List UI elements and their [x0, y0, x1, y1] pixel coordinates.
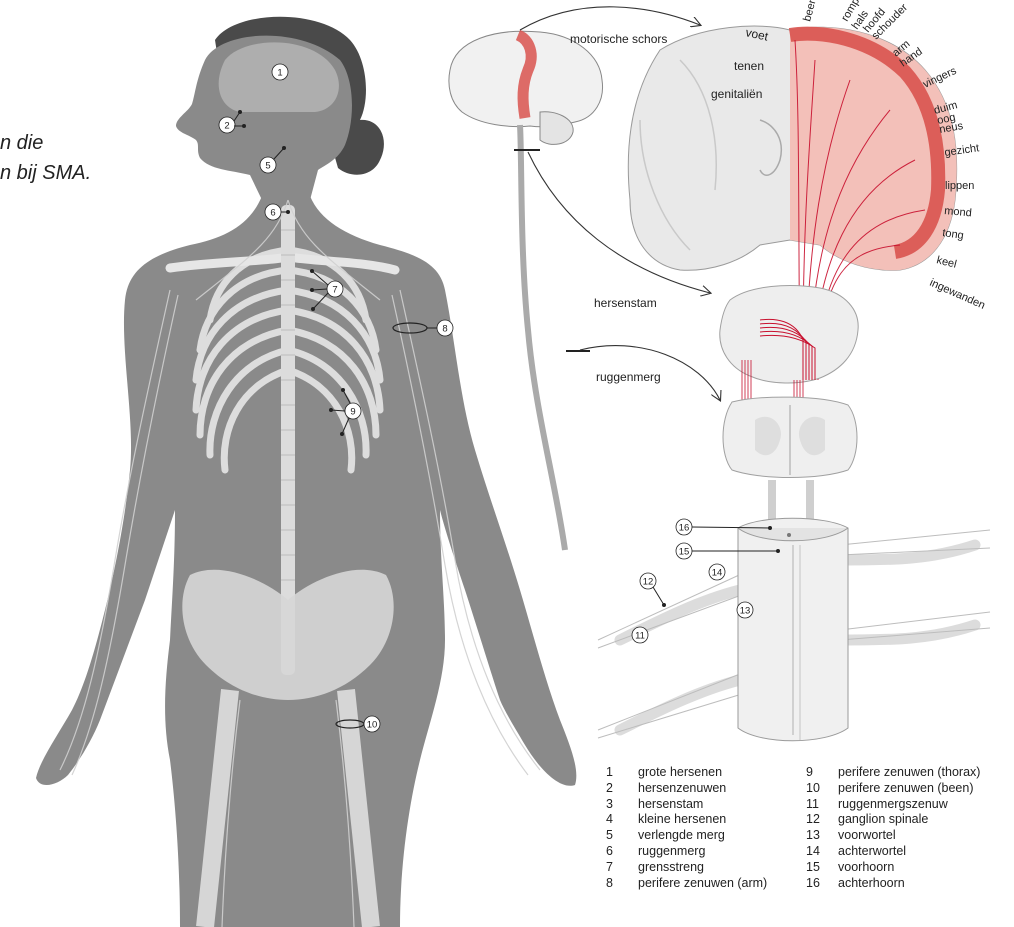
human-figure: [36, 17, 576, 927]
label-motor-cortex: motorische schors: [570, 32, 667, 46]
label-ingewanden: ingewanden: [928, 277, 987, 312]
svg-text:7: 7: [332, 285, 337, 296]
legend-label: grensstreng: [638, 860, 704, 876]
label-been: been: [801, 0, 819, 23]
brainstem-section: [720, 286, 858, 383]
legend-label: achterhoorn: [838, 876, 905, 892]
label-lippen: lippen: [945, 180, 974, 192]
svg-text:10: 10: [367, 720, 378, 731]
legend-label: voorwortel: [838, 828, 896, 844]
legend-label: perifere zenuwen (thorax): [838, 765, 980, 781]
legend-label: ganglion spinale: [838, 812, 928, 828]
cord-section: [723, 397, 857, 520]
legend-item: 14achterwortel: [806, 844, 1014, 860]
legend-label: voorhoorn: [838, 860, 894, 876]
svg-text:1: 1: [277, 68, 282, 79]
legend-number: 4: [606, 812, 638, 828]
legend-number: 6: [606, 844, 638, 860]
label-tong: tong: [942, 227, 965, 242]
marker-14: 14: [709, 564, 725, 580]
svg-text:15: 15: [679, 547, 690, 558]
svg-text:8: 8: [442, 324, 447, 335]
legend-label: perifere zenuwen (been): [838, 781, 974, 797]
legend-label: ruggenmergszenuw: [838, 797, 948, 813]
legend-number: 14: [806, 844, 838, 860]
legend-number: 11: [806, 797, 838, 813]
label-keel: keel: [935, 254, 957, 271]
legend-number: 16: [806, 876, 838, 892]
svg-text:11: 11: [635, 631, 645, 642]
legend-number: 1: [606, 765, 638, 781]
legend-number: 8: [606, 876, 638, 892]
legend-label: kleine hersenen: [638, 812, 726, 828]
label-spinal-cord: ruggenmerg: [596, 370, 661, 384]
svg-text:6: 6: [270, 208, 275, 219]
legend-label: achterwortel: [838, 844, 906, 860]
legend-number: 5: [606, 828, 638, 844]
svg-text:12: 12: [643, 577, 654, 588]
marker-11: 11: [632, 627, 648, 643]
marker-12: 12: [640, 573, 666, 607]
legend-label: hersenzenuwen: [638, 781, 726, 797]
marker-13: 13: [737, 602, 753, 618]
legend-number: 7: [606, 860, 638, 876]
label-vingers: vingers: [921, 65, 959, 91]
legend-label: grote hersenen: [638, 765, 722, 781]
body-silhouette: [36, 196, 576, 927]
legend-number: 2: [606, 781, 638, 797]
legend-number: 12: [806, 812, 838, 828]
svg-text:9: 9: [350, 407, 355, 418]
label-genitalien: genitaliën: [711, 87, 762, 101]
legend-label: verlengde merg: [638, 828, 725, 844]
svg-text:14: 14: [712, 568, 723, 579]
svg-text:13: 13: [740, 606, 751, 617]
legend-number: 9: [806, 765, 838, 781]
label-brainstem: hersenstam: [594, 296, 657, 310]
legend-number: 15: [806, 860, 838, 876]
legend-number: 3: [606, 797, 638, 813]
legend-number: 10: [806, 781, 838, 797]
legend-number: 13: [806, 828, 838, 844]
spinal-cord-3d: [598, 518, 990, 741]
legend-label: perifere zenuwen (arm): [638, 876, 767, 892]
svg-text:5: 5: [265, 161, 270, 172]
marker-1: 1: [272, 64, 288, 80]
legend-label: ruggenmerg: [638, 844, 705, 860]
svg-text:16: 16: [679, 523, 690, 534]
svg-text:2: 2: [224, 121, 229, 132]
label-mond: mond: [944, 205, 972, 219]
legend-label: hersenstam: [638, 797, 703, 813]
label-tenen: tenen: [734, 59, 764, 73]
